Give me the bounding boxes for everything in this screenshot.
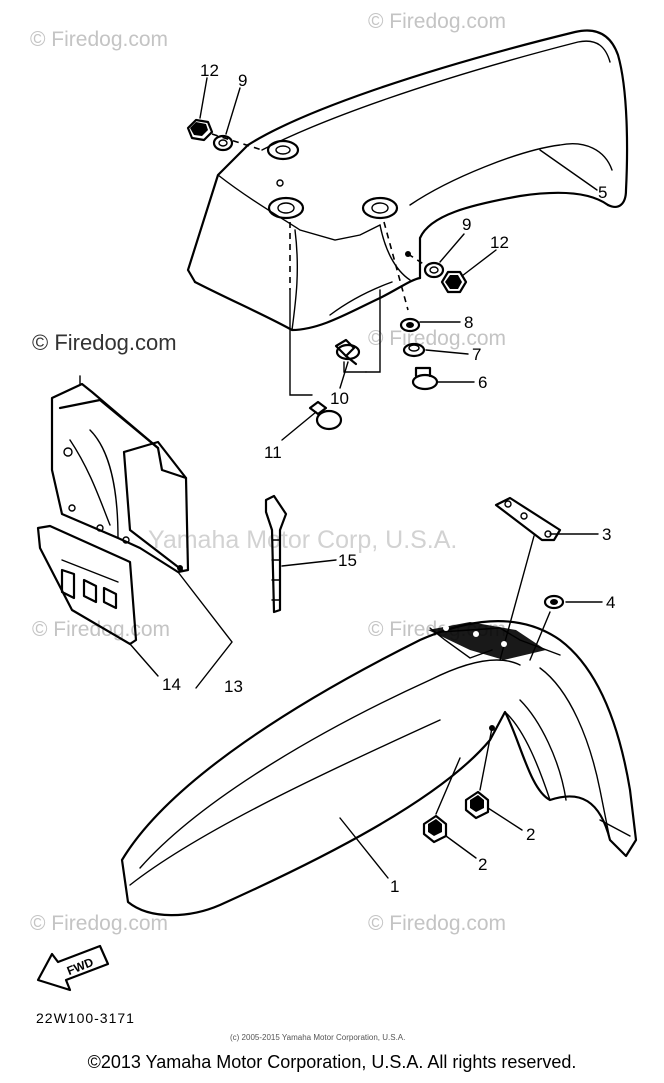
leader-9-right	[439, 233, 465, 263]
leader-12-right	[461, 249, 497, 277]
callout-6: 6	[478, 373, 487, 392]
leader-12-upper	[199, 77, 208, 119]
bolt-6	[411, 366, 439, 391]
washer-8	[399, 317, 421, 333]
small-copyright: (c) 2005-2015 Yamaha Motor Corporation, …	[230, 1033, 405, 1042]
nut-12-right	[440, 270, 468, 294]
watermark-bottom-left: © Firedog.com	[30, 912, 168, 935]
leader-15	[281, 559, 337, 567]
washer-9-right	[423, 261, 445, 279]
bolt-10	[334, 338, 361, 366]
leader-2-right	[487, 807, 523, 831]
watermark-center: Yamaha Motor Corp, U.S.A.	[148, 526, 457, 554]
leader-10	[339, 361, 349, 389]
callout-5: 5	[598, 183, 607, 202]
leader-9-upper	[225, 87, 241, 135]
leader-13	[177, 571, 233, 689]
dash-line-upper	[211, 133, 263, 151]
leader-7	[425, 349, 469, 355]
callout-15: 15	[338, 551, 357, 570]
callout-1: 1	[390, 877, 399, 896]
footer-copyright: ©2013 Yamaha Motor Corporation, U.S.A. A…	[87, 1052, 577, 1072]
leader-clip-up-right	[479, 727, 493, 791]
callout-9-right: 9	[462, 215, 471, 234]
clip-2-right	[464, 790, 490, 820]
leader-10-bracket	[365, 289, 381, 373]
bolt-11	[289, 289, 343, 431]
leader-2-left	[445, 835, 477, 859]
cover-13	[50, 375, 190, 574]
callout-2-left: 2	[478, 855, 487, 874]
fwd-arrow-icon: FWD	[36, 944, 110, 992]
watermark-mid-left: © Firedog.com	[32, 330, 177, 355]
callout-7: 7	[472, 345, 481, 364]
watermark-bottom-right: © Firedog.com	[368, 912, 506, 935]
washer-7	[402, 342, 426, 358]
dash-line-washer-8	[383, 221, 409, 311]
parts-diagram: © Firedog.com © Firedog.com © Firedog.co…	[30, 10, 638, 1042]
leader-14	[129, 643, 159, 677]
watermark-top-left: © Firedog.com	[30, 28, 168, 51]
callout-12-right: 12	[490, 233, 509, 252]
callout-12-upper: 12	[200, 61, 219, 80]
leader-11	[281, 411, 317, 441]
callout-2-right: 2	[526, 825, 535, 844]
leader-clip-up-left	[435, 757, 461, 815]
callout-3: 3	[602, 525, 611, 544]
cable-tie-15	[264, 494, 288, 614]
callout-11: 11	[264, 443, 282, 462]
diagram-code: 22W100-3171	[36, 1010, 135, 1026]
callout-4: 4	[606, 593, 615, 612]
rear-fender	[186, 29, 629, 332]
nut-12-upper	[186, 118, 214, 142]
callout-8: 8	[464, 313, 473, 332]
plate-14	[36, 524, 138, 646]
callout-10: 10	[330, 389, 349, 408]
washer-9-upper	[212, 134, 234, 152]
callout-13: 13	[224, 677, 243, 696]
callout-9-upper: 9	[238, 71, 247, 90]
dash-line-right	[407, 253, 426, 266]
leader-5	[539, 149, 598, 191]
watermark-lower-left: © Firedog.com	[32, 618, 170, 641]
watermark-mid-right: © Firedog.com	[368, 327, 506, 350]
leader-1	[339, 817, 389, 879]
nut-4	[543, 594, 565, 610]
callout-14: 14	[162, 675, 181, 694]
clip-2-left	[422, 814, 448, 844]
front-fender	[120, 620, 638, 917]
leader-10-base	[343, 361, 367, 373]
watermark-top-right: © Firedog.com	[368, 10, 506, 33]
